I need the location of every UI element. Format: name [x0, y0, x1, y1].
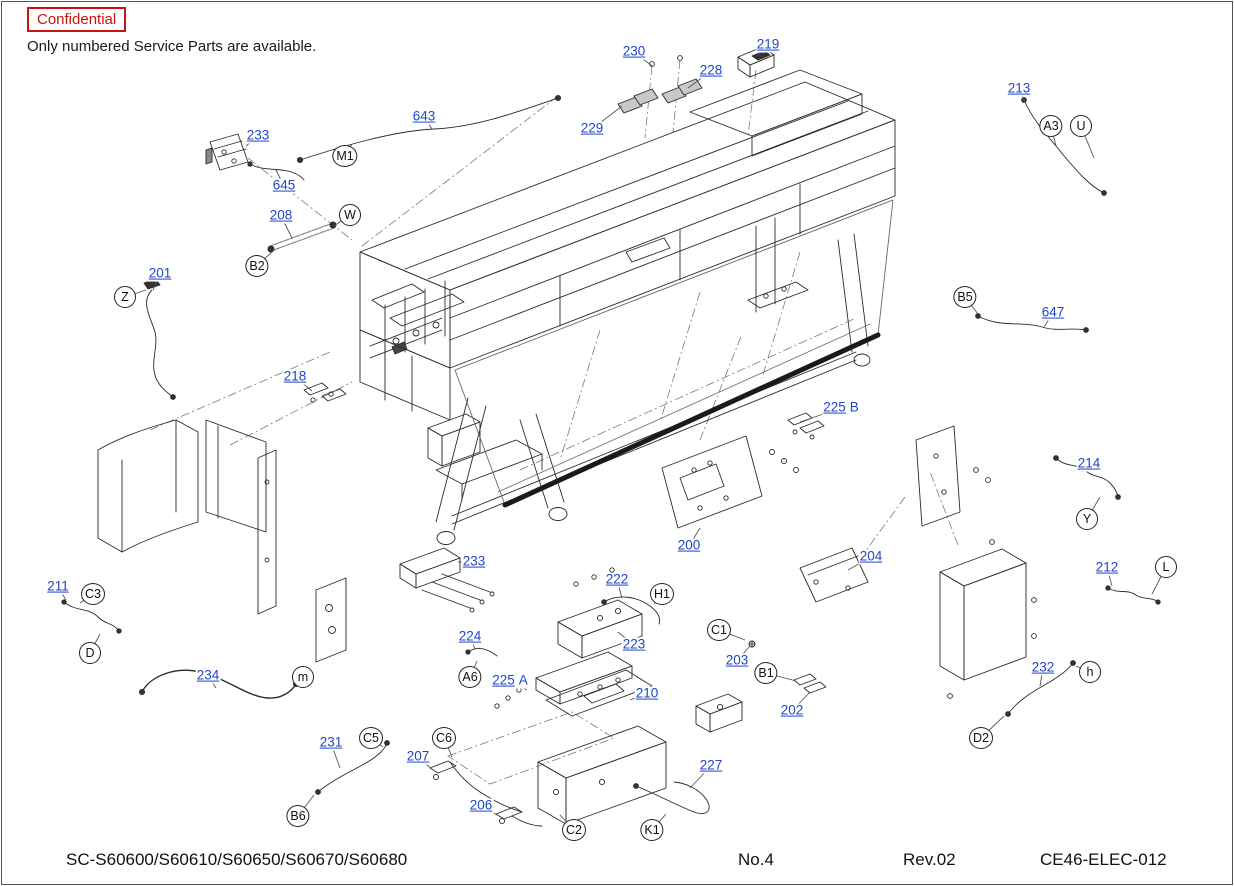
leader-line — [469, 660, 478, 678]
document-code: CE46-ELEC-012 — [1040, 850, 1167, 869]
leader-line — [791, 691, 811, 712]
leader-line — [443, 737, 453, 758]
model-list: SC-S60600/S60610/S60650/S60670/S60680 — [66, 850, 408, 869]
leader-line — [89, 633, 101, 654]
leader-line — [280, 215, 293, 239]
leader-line — [617, 631, 635, 646]
leader-line — [469, 636, 476, 650]
confidential-stamp: Confidential — [27, 7, 127, 32]
leader-line — [799, 407, 842, 423]
leader-line — [964, 296, 979, 315]
leader-line — [1080, 125, 1095, 159]
service-parts-note: Only numbered Service Parts are availabl… — [27, 38, 317, 55]
confidential-text: Confidential — [37, 11, 117, 28]
leader-line — [295, 676, 304, 685]
leader-line — [256, 249, 275, 267]
leader-line — [1043, 312, 1054, 328]
leader-line — [423, 116, 433, 130]
leader-line — [57, 586, 67, 601]
leader-line — [688, 527, 701, 547]
leader-line — [1039, 667, 1044, 687]
leader-line — [736, 645, 751, 662]
leader-line — [1151, 566, 1167, 595]
leader-line — [1106, 567, 1113, 587]
leader-line — [633, 51, 653, 67]
leader-line — [559, 814, 575, 831]
leader-line — [79, 593, 94, 604]
leader-lines — [57, 44, 1167, 831]
leader-line — [509, 680, 528, 691]
leader-line — [370, 737, 384, 748]
printer-artwork — [61, 46, 1161, 827]
leader-line — [765, 672, 797, 682]
leader-line — [417, 756, 434, 771]
leader-line — [124, 289, 147, 298]
leader-line — [980, 715, 1005, 739]
leader-line — [480, 805, 500, 817]
leader-line — [651, 813, 667, 831]
leader-line — [689, 765, 712, 789]
leader-line — [330, 742, 341, 769]
leader-line — [294, 376, 313, 392]
leader-line — [591, 105, 623, 130]
leader-line — [1086, 496, 1101, 520]
leader-line — [207, 675, 217, 689]
leader-line — [297, 794, 315, 817]
sheet-number: No.4 — [738, 850, 774, 869]
leader-line — [718, 629, 746, 641]
leader-line — [1075, 665, 1091, 673]
leader-line — [333, 214, 351, 227]
leader-line — [653, 593, 663, 605]
leader-line — [616, 579, 623, 599]
leader-line — [245, 135, 259, 147]
revision-number: Rev.02 — [903, 850, 956, 869]
leader-line — [629, 693, 648, 701]
